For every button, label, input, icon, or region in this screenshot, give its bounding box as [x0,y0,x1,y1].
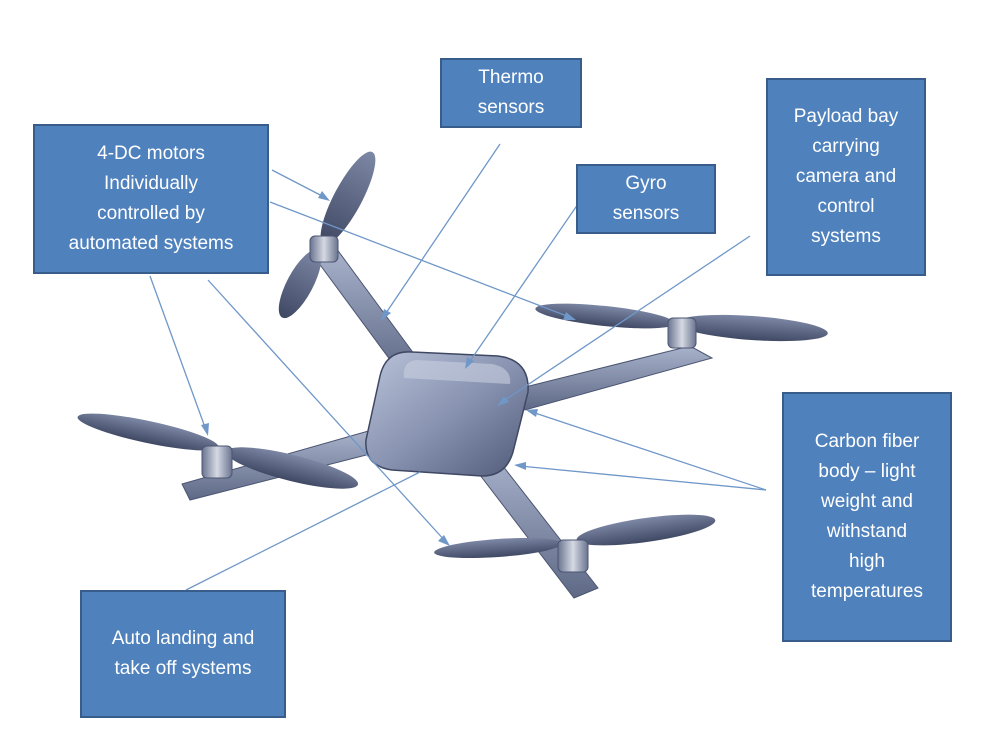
arm-back-right [503,345,714,411]
callout-gyro: Gyro sensors [576,164,716,234]
leader-payload [501,235,751,403]
propeller-front-left-blade-2 [225,447,359,489]
callout-payload-line-4: control [817,196,875,217]
callout-gyro-line-1: Gyro [625,173,667,194]
callout-landing-line-1: Auto landing and [111,628,255,649]
leader-motors-front-left [149,275,207,431]
callout-carbon-line-5: high [849,551,885,572]
arrowhead-carbon-2 [514,462,526,470]
callout-motors-line-2: Individually [104,173,198,194]
leader-landing [185,471,421,591]
callout-motors: 4-DC motors Individually controlled by a… [33,124,269,274]
callout-carbon: Carbon fiber body – light weight and wit… [782,392,952,642]
callout-thermo-line-1: Thermo [478,67,544,88]
arrowhead-thermo [381,309,391,321]
propeller-front-left-blade-1 [77,413,219,451]
callout-landing: Auto landing and take off systems [80,590,286,718]
arrowhead-motors-back-right [563,312,576,320]
leader-gyro [467,203,579,365]
arrowhead-gyro [465,357,474,369]
leader-motors-front-right [207,279,447,543]
leader-lines [149,143,767,591]
leader-carbon-2 [519,465,767,491]
callout-payload-line-3: camera and [795,166,897,187]
callout-carbon-line-3: weight and [821,491,913,512]
callout-motors-line-4: automated systems [68,233,234,254]
motor-back-right [667,317,697,349]
callout-carbon-line-6: temperatures [811,581,923,602]
motor-back-left [309,235,339,263]
propeller-back-right-blade-2 [676,314,828,342]
callout-landing-line-2: take off systems [114,658,252,679]
leader-motors-back-left [271,169,327,199]
callout-payload-line-5: systems [811,226,881,247]
propeller-back-right-blade-1 [535,303,675,329]
callout-carbon-line-4: withstand [826,521,908,542]
arrowhead-carbon-1 [526,409,538,417]
callout-thermo: Thermo sensors [440,58,582,128]
callout-carbon-line-1: Carbon fiber [814,431,920,452]
callout-payload-line-2: carrying [812,136,880,157]
arrowhead-motors-front-left [201,423,209,436]
callout-gyro-line-2: sensors [612,203,680,224]
callout-thermo-line-2: sensors [477,97,545,118]
callout-payload: Payload bay carrying camera and control … [766,78,926,276]
central-hub [365,351,529,477]
propeller-back-left-blade-1 [320,151,376,245]
callout-motors-line-3: controlled by [97,203,205,224]
propeller-front-right-blade-2 [576,514,716,546]
arrowhead-payload [497,396,509,406]
hub-top-highlight [403,360,511,384]
leader-carbon-1 [531,411,767,491]
arrowhead-motors-back-left [318,191,330,201]
propeller-back-left-blade-2 [278,249,322,319]
leader-thermo [383,143,501,317]
quadcopter-illustration [77,151,828,599]
callout-payload-line-1: Payload bay [793,106,899,127]
arrowhead-motors-front-right [438,535,450,546]
callout-carbon-line-2: body – light [818,461,916,482]
motor-front-right [557,539,589,573]
propeller-front-right-blade-1 [434,537,562,559]
motor-front-left [201,445,233,479]
callout-motors-line-1: 4-DC motors [97,143,205,164]
